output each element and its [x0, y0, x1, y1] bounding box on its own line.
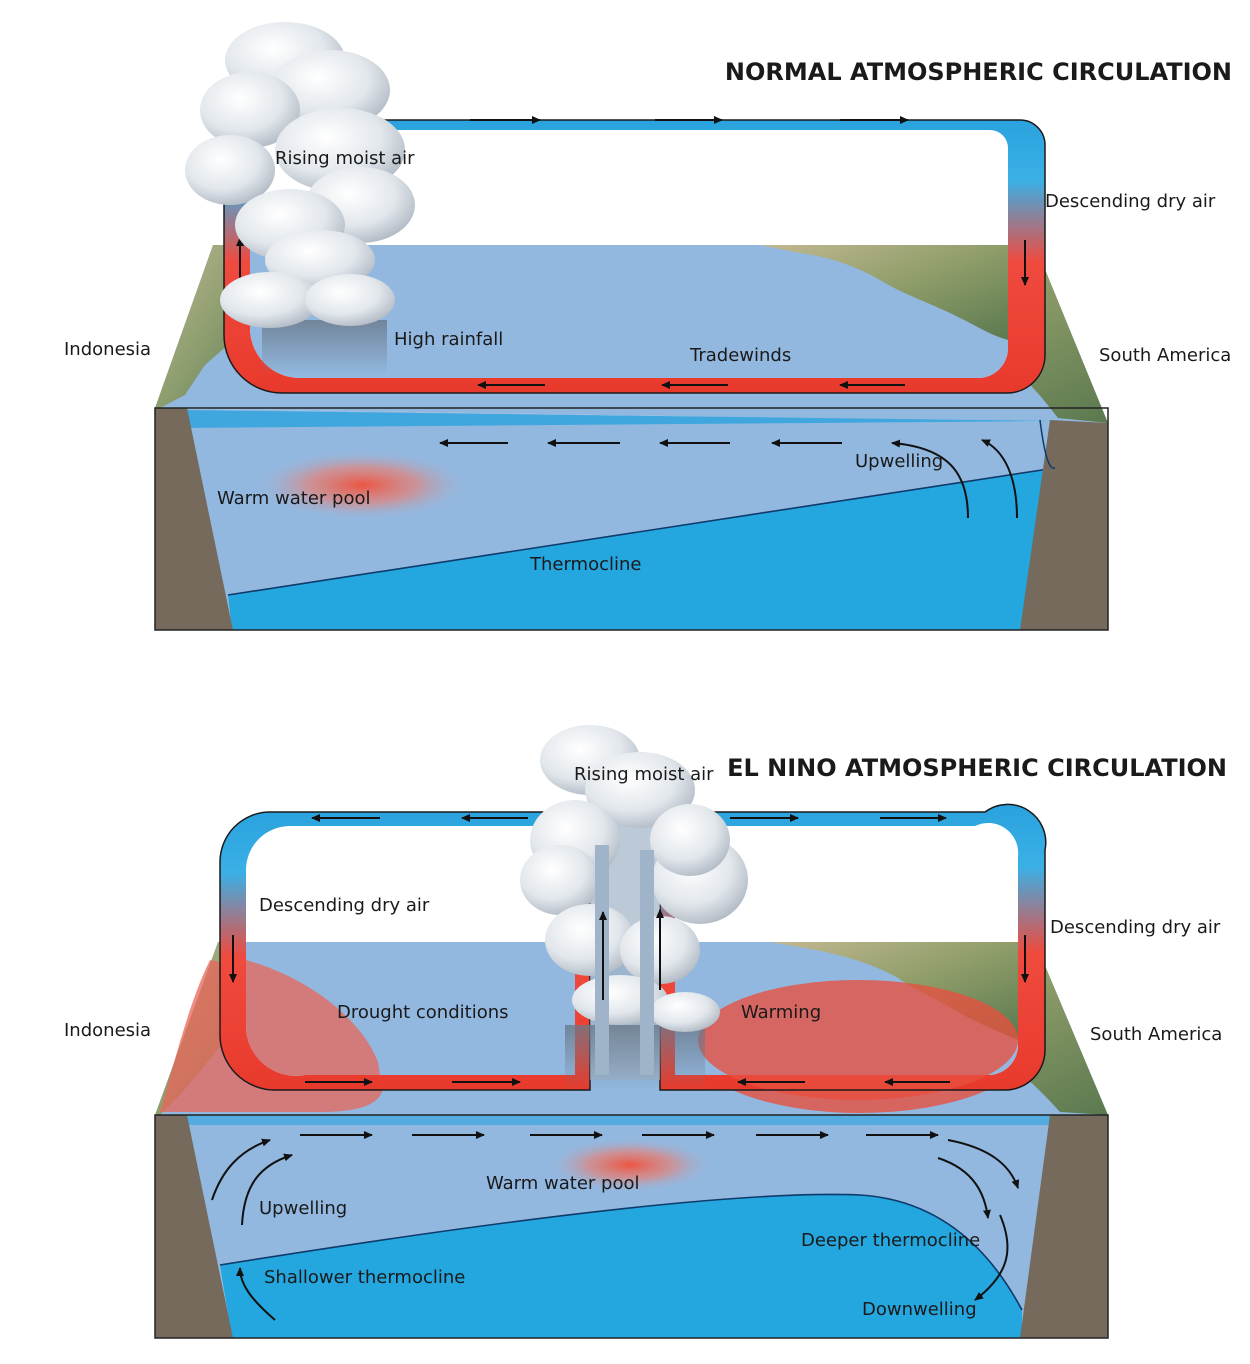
normal-panel: NORMAL ATMOSPHERIC CIRCULATION [64, 22, 1232, 631]
el-nino-label-south-america: South America [1090, 1024, 1222, 1045]
normal-surface-wedge [180, 410, 1060, 428]
normal-label-descending-dry-air: Descending dry air [1045, 191, 1216, 212]
normal-deep-water [228, 468, 1055, 630]
normal-label-indonesia: Indonesia [64, 339, 151, 360]
el-nino-title: EL NINO ATMOSPHERIC CIRCULATION [727, 754, 1227, 782]
el-nino-rain-shafts [565, 1025, 705, 1090]
normal-label-tradewinds: Tradewinds [689, 345, 791, 366]
normal-label-rising-moist-air: Rising moist air [275, 148, 415, 169]
el-nino-label-downwelling: Downwelling [862, 1299, 977, 1320]
normal-label-high-rainfall: High rainfall [394, 329, 503, 350]
normal-east-wall [1020, 420, 1108, 630]
el-nino-label-warming: Warming [741, 1002, 821, 1023]
normal-rain-shafts [262, 320, 387, 375]
el-nino-label-deeper-thermocline: Deeper thermocline [801, 1230, 980, 1251]
normal-warm-pool [252, 449, 472, 521]
normal-ocean-arrows [439, 439, 1018, 519]
el-nino-west-wall [155, 1115, 233, 1338]
el-nino-warm-pool [545, 1137, 715, 1193]
el-nino-label-descending-dry-air-east: Descending dry air [1050, 917, 1221, 938]
normal-loop-arrows [236, 116, 1029, 389]
el-nino-label-rising-moist-air: Rising moist air [574, 764, 714, 785]
el-nino-panel: EL NINO ATMOSPHERIC CIRCULATION [64, 725, 1227, 1339]
normal-label-upwelling: Upwelling [855, 451, 943, 472]
normal-label-warm-water-pool: Warm water pool [217, 488, 370, 509]
normal-thermocline-line [227, 467, 1056, 596]
el-nino-label-descending-dry-air-west: Descending dry air [259, 895, 430, 916]
el-nino-label-drought-conditions: Drought conditions [337, 1002, 509, 1023]
normal-label-south-america: South America [1099, 345, 1231, 366]
normal-label-thermocline: Thermocline [529, 554, 642, 575]
normal-storm-cloud [185, 22, 415, 328]
el-nino-east-wall [1020, 1115, 1108, 1338]
el-nino-label-indonesia: Indonesia [64, 1020, 151, 1041]
el-nino-thermocline-line [219, 1193, 1023, 1311]
normal-title: NORMAL ATMOSPHERIC CIRCULATION [725, 58, 1232, 86]
el-nino-ocean-arrows [211, 1131, 1020, 1321]
el-nino-label-upwelling: Upwelling [259, 1198, 347, 1219]
el-nino-deep-water [220, 1194, 1022, 1338]
el-nino-label-shallower-thermocline: Shallower thermocline [264, 1267, 465, 1288]
el-nino-label-warm-water-pool: Warm water pool [486, 1173, 639, 1194]
normal-west-wall [155, 408, 233, 630]
